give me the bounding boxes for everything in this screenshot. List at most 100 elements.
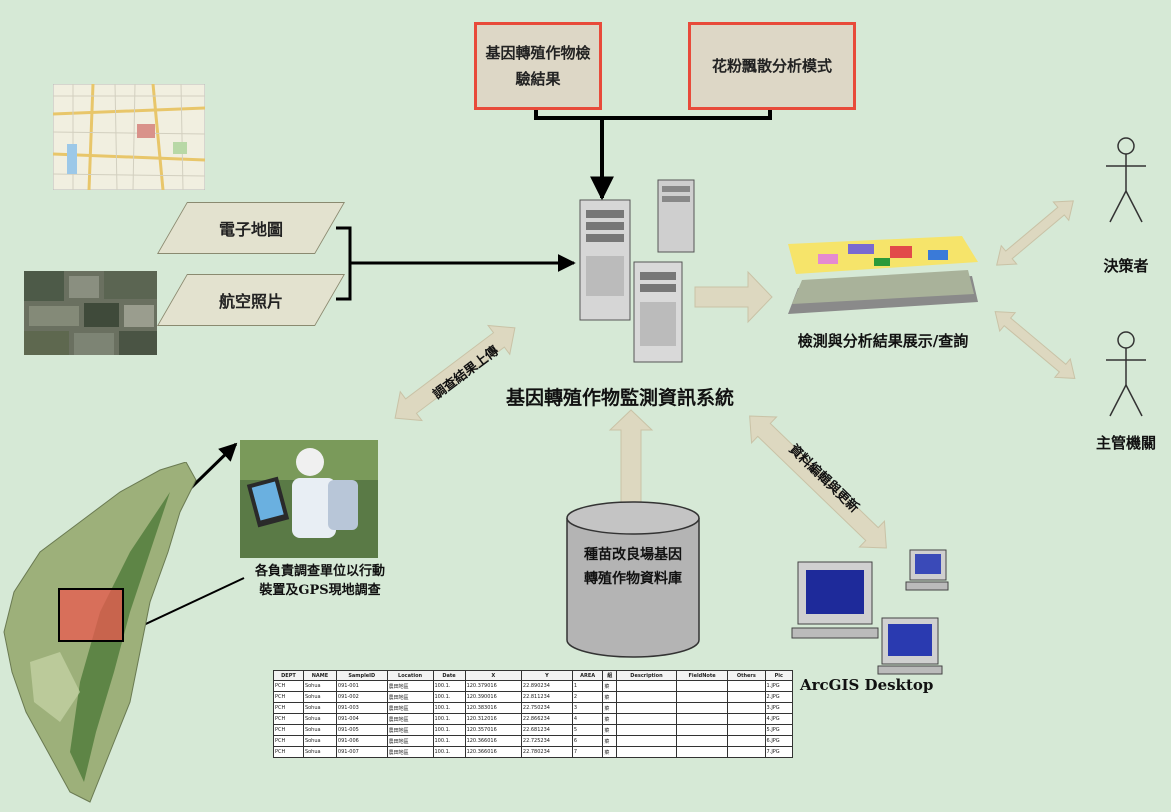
table-cell — [727, 746, 766, 758]
satellite-thumbnail — [24, 271, 157, 355]
table-header-cell: Date — [432, 670, 466, 681]
table-header-cell: SampleID — [335, 670, 388, 681]
table-cell — [727, 680, 766, 692]
table-cell: 菜 — [602, 680, 617, 692]
aerial-label: 航空照片 — [218, 292, 283, 311]
gis-layers-icon — [788, 236, 978, 314]
table-cell: PCH — [273, 724, 304, 736]
server-small — [657, 179, 695, 253]
table-cell: Sohua — [302, 713, 337, 725]
pc-large — [791, 561, 879, 639]
table-cell — [727, 713, 766, 725]
table-cell: 120.312016 — [464, 713, 522, 725]
database-label: 種苗改良場基因轉殖作物資料庫 — [584, 547, 682, 587]
table-cell: Sohua — [302, 691, 337, 703]
table-cell: 6.JPG — [764, 735, 794, 747]
table-cell: 091-001 — [335, 680, 388, 692]
table-cell: 091-007 — [335, 746, 388, 758]
table-cell: 7.JPG — [764, 746, 794, 758]
table-cell: 2.JPG — [764, 691, 794, 703]
table-cell: 120.379016 — [464, 680, 522, 692]
server-main — [579, 199, 631, 321]
table-cell: 5.JPG — [764, 724, 794, 736]
bracket-line-inputs — [336, 226, 352, 301]
table-cell: 農田地區 — [386, 702, 434, 714]
block-arrow-upload — [394, 324, 516, 422]
database-icon — [566, 501, 700, 658]
table-cell: 120.383016 — [464, 702, 522, 714]
table-cell — [616, 713, 677, 725]
table-cell — [616, 702, 677, 714]
authority-icon — [1106, 331, 1146, 417]
table-cell: 091-005 — [335, 724, 388, 736]
decision-maker-label: 決策者 — [1103, 257, 1149, 275]
table-header-cell: FieldNote — [675, 670, 729, 681]
table-header-cell: AREA — [571, 670, 604, 681]
table-cell — [675, 713, 729, 725]
table-cell: 100.1. — [432, 724, 466, 736]
table-cell: 100.1. — [432, 691, 466, 703]
table-cell: 091-006 — [335, 735, 388, 747]
table-cell — [675, 724, 729, 736]
field-survey-label: 各負責調查單位以行動裝置及GPS現地調查 — [254, 564, 385, 598]
table-cell — [616, 735, 677, 747]
table-cell: 菜 — [602, 724, 617, 736]
table-header-cell: Description — [616, 670, 677, 681]
table-header-cell: Y — [520, 670, 573, 681]
table-cell: Sohua — [302, 735, 337, 747]
table-cell: 091-003 — [335, 702, 388, 714]
table-cell: 1.JPG — [764, 680, 794, 692]
table-cell: 菜 — [602, 702, 617, 714]
table-header-cell: X — [464, 670, 522, 681]
table-cell: 4 — [571, 713, 604, 725]
table-cell — [616, 691, 677, 703]
table-cell: Sohua — [302, 702, 337, 714]
server-cluster-icon — [579, 179, 695, 363]
table-cell: 農田地區 — [386, 724, 434, 736]
table-cell: 120.366016 — [464, 735, 522, 747]
field-survey-photo — [240, 440, 378, 558]
table-cell: PCH — [273, 713, 304, 725]
table-cell: 100.1. — [432, 735, 466, 747]
table-cell: 091-002 — [335, 691, 388, 703]
table-cell: PCH — [273, 702, 304, 714]
table-cell: 2 — [571, 691, 604, 703]
table-cell — [675, 702, 729, 714]
table-cell — [616, 724, 677, 736]
table-header-cell: Location — [386, 670, 434, 681]
table-cell — [727, 702, 766, 714]
table-header-cell: Others — [727, 670, 766, 681]
aerial-input: 航空照片 — [156, 274, 346, 326]
table-cell: 5 — [571, 724, 604, 736]
server-front — [633, 261, 683, 363]
block-arrow-authority — [994, 311, 1076, 379]
emap-label: 電子地圖 — [218, 220, 283, 239]
table-cell — [616, 746, 677, 758]
study-area-highlight — [58, 588, 124, 642]
block-arrow-edit — [749, 415, 887, 549]
city-map-thumbnail — [53, 84, 205, 190]
table-cell — [616, 680, 677, 692]
table-cell — [675, 691, 729, 703]
table-header-cell: NAME — [302, 670, 337, 681]
table-cell — [727, 691, 766, 703]
display-query-label: 檢測與分析結果展示/查詢 — [797, 332, 969, 350]
table-cell: 100.1. — [432, 702, 466, 714]
emap-input: 電子地圖 — [156, 202, 346, 254]
desktop-computers-icon — [791, 549, 949, 675]
table-cell: 22.750234 — [520, 702, 573, 714]
table-cell: Sohua — [302, 724, 337, 736]
system-title: 基因轉殖作物監測資訊系統 — [505, 387, 734, 409]
block-arrow-decision — [996, 200, 1074, 266]
pc-medium — [877, 617, 943, 675]
table-cell: 菜 — [602, 746, 617, 758]
authority-label: 主管機關 — [1095, 434, 1156, 452]
